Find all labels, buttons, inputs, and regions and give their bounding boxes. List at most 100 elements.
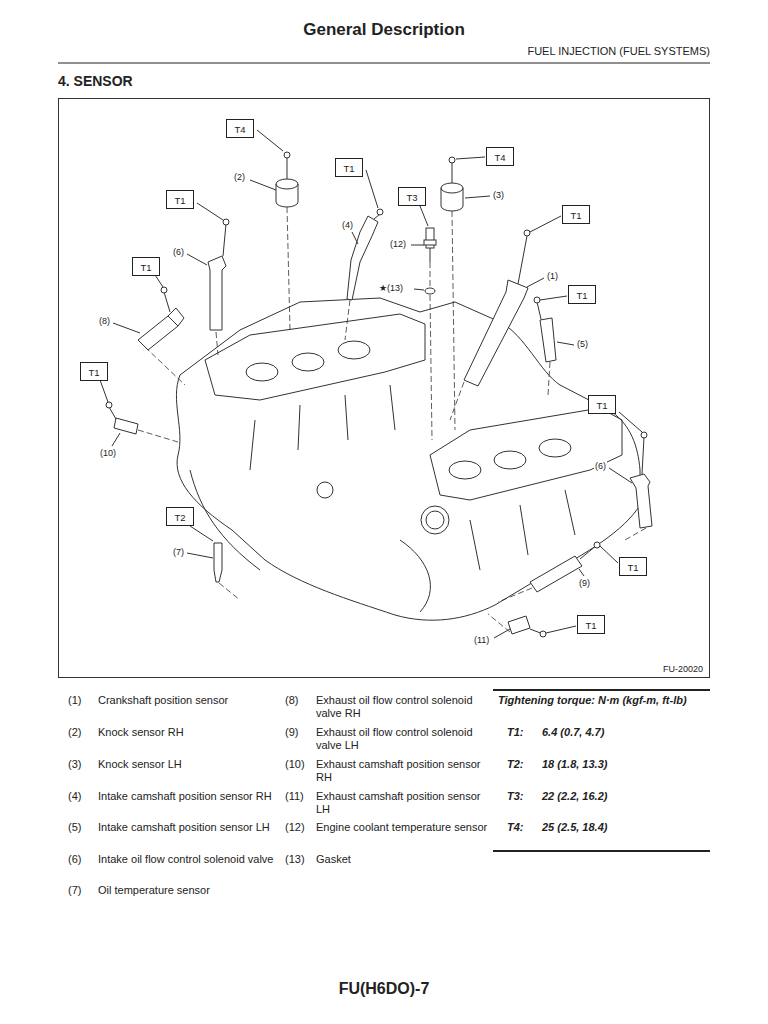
page-title: General Description <box>0 20 768 40</box>
torque-code: T4 <box>494 152 505 163</box>
filler-neck <box>426 511 444 529</box>
dashed-line <box>138 207 646 632</box>
cylinder-head-rh <box>205 314 425 400</box>
item-number: (4) <box>68 790 81 803</box>
torque-code: T1 <box>88 367 99 378</box>
callout-number: (6) <box>172 247 185 258</box>
torque-tag: T4 <box>486 147 514 166</box>
block-rib <box>470 490 575 570</box>
torque-tag: T1 <box>619 557 647 576</box>
item-number: (9) <box>285 726 298 739</box>
bolt <box>223 219 229 225</box>
section-heading: 4. SENSOR <box>58 73 133 89</box>
port <box>338 341 370 359</box>
torque-code: T1 <box>174 195 185 206</box>
callout-number: (10) <box>99 448 117 459</box>
sensors <box>114 179 652 634</box>
port <box>246 363 278 381</box>
callout-number: (5) <box>576 339 589 350</box>
bolt <box>161 287 167 293</box>
bolt <box>106 402 112 408</box>
torque-tag: T1 <box>80 362 108 381</box>
table-rule <box>493 689 710 691</box>
item-number: (1) <box>68 694 81 707</box>
bolt <box>534 297 540 303</box>
running-header: FUEL INJECTION (FUEL SYSTEMS) <box>400 45 710 57</box>
torque-tag: T3 <box>398 187 426 206</box>
torque-value: 22 (2.2, 16.2) <box>542 790 607 802</box>
bolts <box>106 152 647 637</box>
knock-sensor <box>441 183 463 193</box>
callout-number: ★(13) <box>378 283 404 294</box>
torque-code: T2: <box>507 758 524 770</box>
solenoid-valve <box>138 308 184 350</box>
block-rib <box>250 385 395 470</box>
torque-code: T4: <box>507 821 524 833</box>
torque-tag: T4 <box>226 119 254 138</box>
torque-code: T3: <box>507 790 524 802</box>
solenoid-valve <box>530 556 582 592</box>
knock-sensor <box>441 188 463 211</box>
item-number: (8) <box>285 694 298 707</box>
torque-code: T2 <box>174 512 185 523</box>
page-footer: FU(H6DO)-7 <box>0 980 768 998</box>
part-name: Engine coolant temperature sensor <box>316 821 488 834</box>
crank-sensor <box>464 280 528 386</box>
filler-neck <box>421 506 449 534</box>
callout-number: (3) <box>492 190 505 201</box>
torque-tag: T1 <box>132 257 160 276</box>
alignment-lines <box>138 207 646 632</box>
callout-number: (12) <box>389 239 407 250</box>
oil-temp-sensor <box>214 543 222 582</box>
knock-sensor <box>276 179 298 189</box>
torque-code: T1: <box>507 726 524 738</box>
part-name: Knock sensor RH <box>98 726 274 739</box>
bolt <box>377 209 383 215</box>
callout-leader <box>112 180 632 638</box>
callout-number: (4) <box>341 220 354 231</box>
callout-number: (8) <box>98 316 111 327</box>
bolt <box>641 432 647 438</box>
torque-code: T1 <box>140 262 151 273</box>
torque-code: T1 <box>596 400 607 411</box>
item-number: (5) <box>68 821 81 834</box>
item-number: (11) <box>285 790 304 803</box>
callout-number: (2) <box>233 172 246 183</box>
port <box>494 451 526 469</box>
bolt <box>524 230 530 236</box>
header-rule <box>58 62 710 63</box>
part-name: Knock sensor LH <box>98 758 274 771</box>
solenoid-valve <box>630 474 652 528</box>
solenoid-valve <box>208 256 226 330</box>
engine-outline <box>176 298 640 620</box>
port <box>449 461 481 479</box>
torque-code: T3 <box>406 192 417 203</box>
torque-code: T1 <box>576 290 587 301</box>
part-name: Gasket <box>316 853 488 866</box>
cam-sensor <box>114 418 138 434</box>
cam-sensor <box>508 616 530 634</box>
port <box>292 353 324 371</box>
torque-code: T1 <box>585 620 596 631</box>
item-number: (10) <box>285 758 305 771</box>
torque-code: T1 <box>627 562 638 573</box>
bolt <box>449 157 455 163</box>
part-name: Oil temperature sensor <box>98 884 274 897</box>
gasket <box>425 288 435 294</box>
part-name: Intake camshaft position sensor LH <box>98 821 274 834</box>
torque-tag: T2 <box>166 507 194 526</box>
torque-tag: T1 <box>577 615 605 634</box>
torque-code: T1 <box>343 163 354 174</box>
part-name: Exhaust camshaft position sensor LH <box>316 790 488 816</box>
torque-value: 25 (2.5, 18.4) <box>542 821 607 833</box>
part-name: Exhaust oil flow control solenoid valve … <box>316 694 488 720</box>
engine <box>176 298 640 620</box>
item-number: (2) <box>68 726 81 739</box>
callout-number: (6) <box>594 461 607 472</box>
callout-number: (11) <box>473 635 490 646</box>
item-number: (13) <box>285 853 305 866</box>
torque-tag: T1 <box>588 395 616 414</box>
torque-tag: T1 <box>568 285 596 304</box>
torque-tag: T1 <box>562 205 590 224</box>
